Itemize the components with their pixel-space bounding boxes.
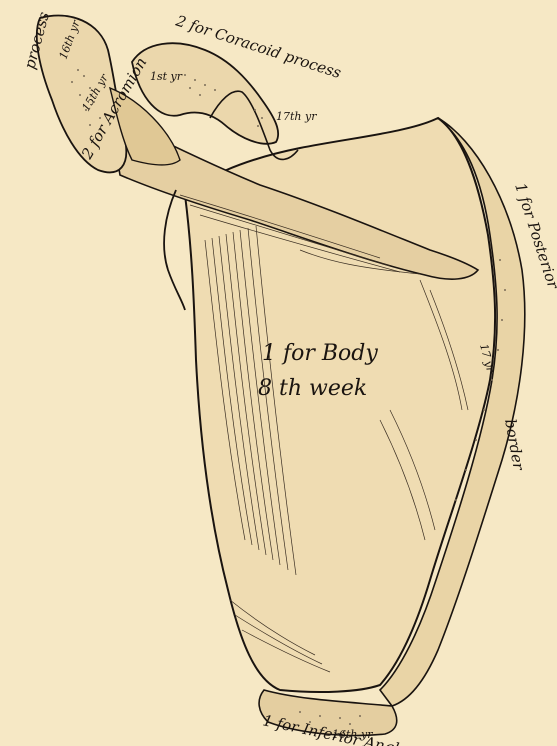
body-label: 1 for Body (262, 341, 378, 366)
body-age-label: 8 th week (258, 376, 367, 401)
coracoid-age-lower: 17th yr (276, 110, 317, 123)
glenoid-neck (164, 190, 185, 310)
coracoid-age-upper: 1st yr (150, 70, 183, 83)
inferior-angle-age: 16th yr (332, 728, 373, 741)
